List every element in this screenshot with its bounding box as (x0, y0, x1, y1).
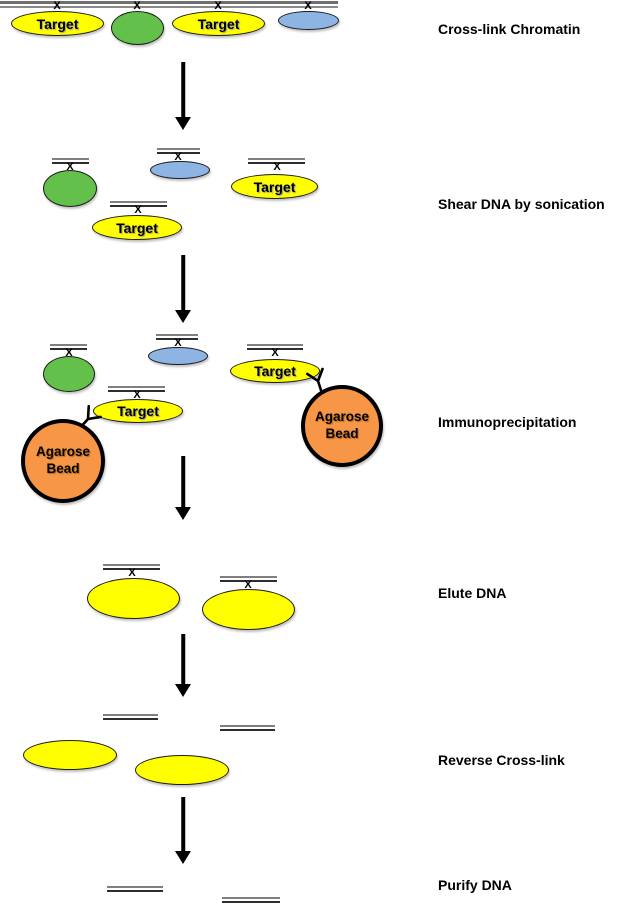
agarose-bead-label: Bead (325, 426, 359, 441)
released-protein-ellipse (135, 755, 229, 785)
released-protein-ellipse (23, 740, 117, 770)
down-arrow-icon (175, 456, 191, 520)
down-arrow-icon (175, 62, 191, 130)
dna-fragment (247, 344, 303, 350)
blue-protein-ellipse (278, 11, 339, 30)
target-protein-ellipse: Target (231, 174, 318, 199)
agarose-bead-label: Agarose (314, 409, 370, 425)
green-protein-ellipse (111, 11, 164, 45)
dna-fragment (157, 148, 200, 154)
agarose-bead: Agarose Bead (21, 419, 105, 503)
dna-fragment (220, 725, 275, 731)
green-protein-ellipse (43, 356, 95, 392)
dna-fragment (50, 344, 87, 350)
crosslink-x: X (273, 161, 281, 173)
target-label: Target (253, 178, 296, 195)
target-label: Target (36, 15, 79, 32)
target-protein-ellipse: Target (93, 399, 183, 423)
dna-fragment (103, 714, 158, 720)
step-label-immunoprecipitation: Immunoprecipitation (438, 414, 577, 430)
blue-protein-ellipse (150, 161, 210, 179)
dna-fragment (156, 334, 198, 340)
agarose-bead: Agarose Bead (301, 385, 383, 467)
agarose-bead-label: Agarose (35, 444, 91, 460)
target-label: Target (116, 219, 158, 236)
crosslink-x: X (271, 347, 279, 359)
down-arrow-icon (175, 255, 191, 323)
dna-fragment (220, 576, 277, 582)
green-protein-ellipse (43, 170, 97, 207)
dna-fragment (107, 886, 163, 892)
crosslink-x: X (304, 0, 312, 12)
crosslink-x: X (244, 579, 252, 591)
dna-fragment (103, 564, 160, 570)
dna-fragment (222, 897, 280, 903)
eluted-target-ellipse (87, 578, 180, 619)
step-label-reverse-crosslink: Reverse Cross-link (438, 752, 565, 768)
step-label-crosslink: Cross-link Chromatin (438, 21, 581, 37)
dna-fragment (52, 158, 89, 164)
target-protein-ellipse: Target (92, 215, 182, 240)
dna-fragment (248, 158, 305, 164)
crosslink-x: X (128, 567, 136, 579)
target-protein-ellipse: Target (172, 11, 265, 36)
crosslink-x: X (133, 0, 141, 12)
crosslink-x: X (134, 204, 142, 216)
crosslink-x: X (66, 161, 74, 173)
target-label: Target (117, 403, 159, 419)
down-arrow-icon (175, 634, 191, 697)
target-label: Target (254, 363, 296, 379)
crosslink-x: X (133, 389, 141, 401)
agarose-bead-label: Bead (46, 461, 80, 476)
target-protein-ellipse: Target (230, 359, 320, 383)
step-label-shear: Shear DNA by sonication (438, 196, 605, 212)
crosslink-x: X (214, 0, 222, 12)
crosslink-x: X (65, 347, 73, 359)
target-protein-ellipse: Target (11, 11, 104, 36)
target-label: Target (197, 15, 240, 32)
eluted-target-ellipse (202, 589, 295, 630)
step-label-purify: Purify DNA (438, 877, 512, 893)
chromatin-dna-line (0, 1, 338, 8)
crosslink-x: X (174, 337, 182, 349)
dna-fragment (108, 386, 165, 392)
crosslink-x: X (53, 0, 61, 12)
dna-fragment (110, 201, 167, 207)
step-label-elute: Elute DNA (438, 585, 507, 601)
crosslink-x: X (174, 151, 182, 163)
down-arrow-icon (175, 797, 191, 864)
blue-protein-ellipse (148, 347, 208, 365)
